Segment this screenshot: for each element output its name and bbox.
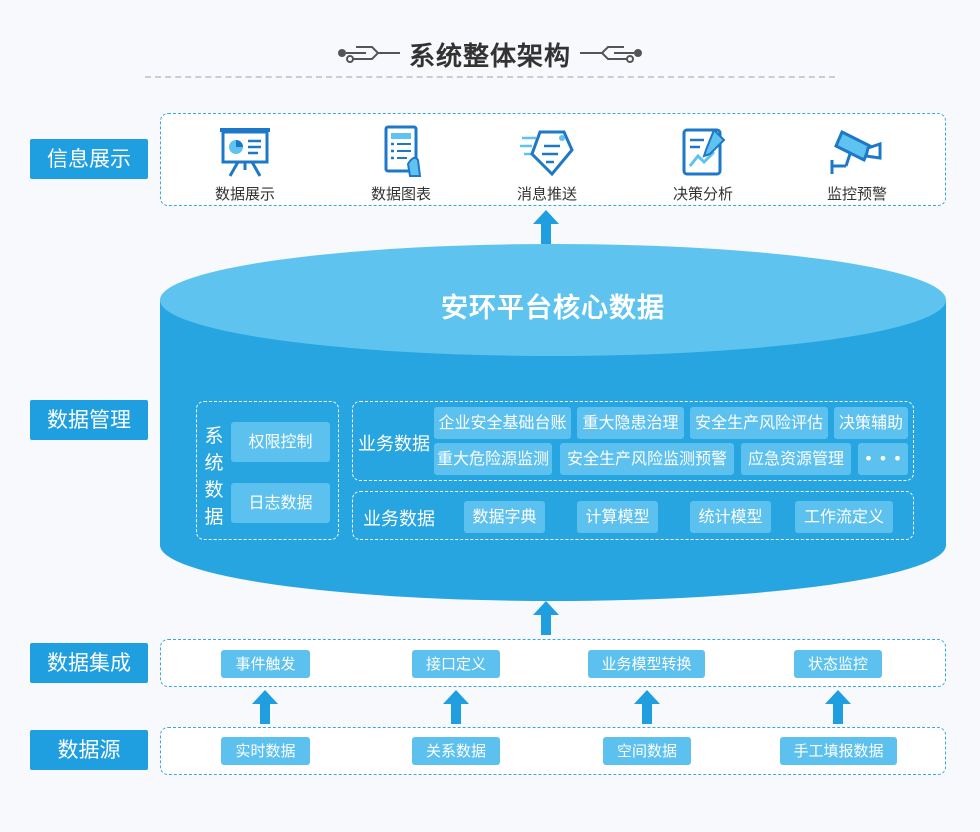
display-item-data-chart[interactable]: 数据图表	[341, 124, 461, 204]
chip-safety-risk-assessment[interactable]: 安全生产风险评估	[690, 407, 828, 439]
source-item-manual-entry[interactable]: 手工填报数据	[780, 737, 897, 765]
chip-stats-model[interactable]: 统计模型	[690, 501, 771, 533]
business-data-box-2	[352, 491, 914, 540]
message-push-icon	[520, 130, 574, 177]
up-arrow-icon	[252, 690, 278, 724]
chip-major-hazard-monitoring[interactable]: 重大危险源监测	[434, 443, 552, 475]
layer-label-integration: 数据集成	[30, 643, 148, 683]
integration-item-event-trigger[interactable]: 事件触发	[221, 650, 310, 678]
chip-calc-model[interactable]: 计算模型	[577, 501, 658, 533]
chip-permission-control[interactable]: 权限控制	[231, 422, 330, 462]
layer-label-source: 数据源	[30, 730, 148, 770]
integration-item-model-transform[interactable]: 业务模型转换	[588, 650, 705, 678]
chip-major-hazard-governance[interactable]: 重大隐患治理	[577, 407, 684, 439]
chip-log-data[interactable]: 日志数据	[231, 483, 330, 523]
chip-more[interactable]: • • •	[858, 443, 908, 475]
display-item-label: 监控预警	[826, 185, 887, 203]
display-item-label: 数据展示	[214, 185, 275, 203]
up-arrow-icon	[443, 690, 469, 724]
integration-item-interface-def[interactable]: 接口定义	[412, 650, 500, 678]
integration-item-status-monitor[interactable]: 状态监控	[794, 650, 882, 678]
up-arrow-icon	[634, 690, 660, 724]
display-item-message-push[interactable]: 消息推送	[487, 124, 607, 204]
business-data-label-2: 业务数据	[363, 509, 435, 530]
display-item-decision-analysis[interactable]: 决策分析	[643, 124, 763, 204]
left-circuit-decoration-icon	[338, 46, 400, 63]
title-area: 系统整体架构	[0, 36, 980, 78]
display-item-monitor-warning[interactable]: 监控预警	[797, 124, 917, 204]
page-title: 系统整体架构	[408, 42, 571, 72]
business-data-box-1	[352, 401, 914, 481]
business-data-label-1: 业务数据	[358, 434, 430, 455]
up-arrow-icon	[825, 690, 851, 724]
chart-document-icon	[384, 125, 422, 177]
display-item-label: 消息推送	[516, 185, 577, 203]
title-divider	[145, 76, 835, 78]
chip-data-dictionary[interactable]: 数据字典	[464, 501, 545, 533]
source-item-realtime[interactable]: 实时数据	[221, 737, 310, 765]
chip-emergency-resource-mgmt[interactable]: 应急资源管理	[741, 443, 851, 475]
up-arrow-icon	[533, 601, 559, 635]
display-item-data-show[interactable]: 数据展示	[185, 124, 305, 204]
chip-decision-support[interactable]: 决策辅助	[834, 407, 908, 439]
system-data-label: 系统数据	[204, 425, 224, 528]
source-item-relational[interactable]: 关系数据	[412, 737, 500, 765]
display-item-label: 数据图表	[370, 185, 431, 203]
core-data-title: 安环平台核心数据	[441, 293, 665, 324]
presentation-board-icon	[220, 128, 270, 177]
layer-label-info: 信息展示	[30, 139, 148, 179]
surveillance-camera-icon	[830, 129, 882, 174]
system-data-box	[196, 401, 339, 540]
info-display-box: 数据展示 数据图表 消息推送	[160, 113, 946, 206]
chip-workflow-definition[interactable]: 工作流定义	[795, 501, 893, 533]
chip-enterprise-safety-ledger[interactable]: 企业安全基础台账	[434, 407, 571, 439]
layer-label-data-mgmt: 数据管理	[30, 400, 148, 440]
up-arrow-icon	[533, 210, 559, 244]
right-circuit-decoration-icon	[580, 46, 642, 63]
source-item-spatial[interactable]: 空间数据	[603, 737, 691, 765]
display-item-label: 决策分析	[672, 185, 733, 203]
analysis-chart-icon	[682, 128, 726, 176]
chip-risk-monitoring-warning[interactable]: 安全生产风险监测预警	[560, 443, 734, 475]
